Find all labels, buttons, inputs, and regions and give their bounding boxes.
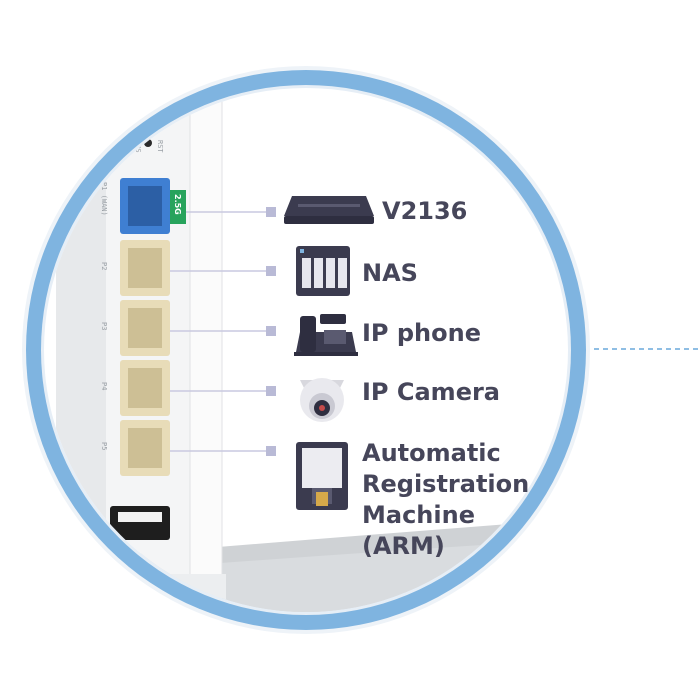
connector-square-2	[266, 266, 276, 276]
speed-tag	[170, 190, 186, 224]
arm-label-line-3: Machine	[362, 501, 475, 529]
port-p1-socket	[128, 186, 162, 226]
speed-tag-label: 2.5G	[173, 194, 182, 215]
port-p1-label: P1 (WAN)	[100, 182, 108, 216]
port-p5[interactable]	[120, 420, 170, 476]
port-p3[interactable]	[120, 300, 170, 356]
arm-label-line-1: Automatic	[362, 439, 501, 467]
port-p4[interactable]	[120, 360, 170, 416]
connector-square-4	[266, 386, 276, 396]
nas-icon	[296, 246, 350, 296]
port-p2-label: P2	[100, 262, 108, 270]
switch-device-icon	[284, 196, 374, 224]
device-label-v2136: V2136	[382, 197, 468, 225]
device-label-ip-phone: IP phone	[362, 319, 481, 347]
port-p4-socket	[128, 368, 162, 408]
port-p4-label: P4	[100, 382, 108, 390]
port-p2[interactable]	[120, 240, 170, 296]
port-p2-socket	[128, 248, 162, 288]
registration-machine-icon	[296, 442, 348, 510]
router-side	[189, 88, 223, 611]
port-p5-label: P5	[100, 442, 108, 450]
rst-label: RST	[156, 140, 164, 153]
connector-square-5	[266, 446, 276, 456]
arm-label-line-2: Registration	[362, 470, 530, 498]
desk-phone-icon	[294, 314, 358, 356]
arm-label-line-4: (ARM)	[362, 532, 445, 560]
device-label-nas: NAS	[362, 259, 418, 287]
port-p5-socket	[128, 428, 162, 468]
connector-square-3	[266, 326, 276, 336]
device-label-ip-camera: IP Camera	[362, 378, 500, 406]
port-p3-socket	[128, 308, 162, 348]
connector-square-1	[266, 207, 276, 217]
dome-camera-icon	[300, 378, 344, 422]
usb-port-tongue	[118, 512, 162, 522]
device-label-arm: Automatic Registration Machine (ARM)	[362, 438, 532, 562]
port-p3-label: P3	[100, 322, 108, 330]
